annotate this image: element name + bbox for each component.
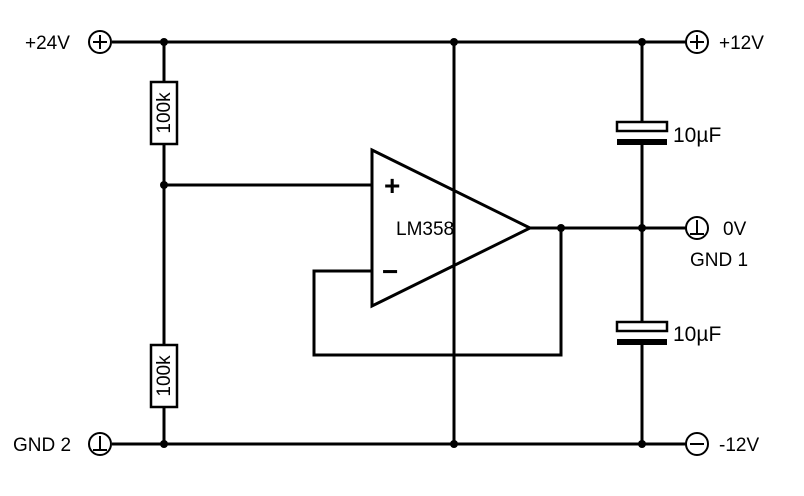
- junction-dot: [557, 224, 565, 232]
- opamp-minus-sign: −: [382, 256, 398, 287]
- capacitor-top-label: 10µF: [673, 124, 721, 147]
- resistor-bottom: [149, 343, 179, 409]
- capacitor-bottom-label: 10µF: [673, 323, 721, 346]
- junction-dot: [638, 224, 646, 232]
- junction-dot: [638, 38, 646, 46]
- capacitor-top-plate-negative: [617, 139, 667, 145]
- capacitor-top-plate-positive: [615, 120, 669, 133]
- ground-sign: [690, 220, 704, 235]
- resistor-top: [149, 80, 179, 146]
- resistor-top-label: 100k: [154, 92, 175, 134]
- plus-sign: [690, 35, 704, 49]
- junction-dot: [160, 38, 168, 46]
- terminal-gnd2-label: GND 2: [13, 435, 71, 456]
- terminal-zero: [685, 216, 709, 240]
- opamp-body: [370, 147, 534, 309]
- terminal-plus24-label: +24V: [25, 33, 70, 54]
- terminal-plus12-label: +12V: [719, 33, 764, 54]
- ground-sign: [93, 436, 107, 451]
- capacitor-bottom-plate-negative: [617, 339, 667, 345]
- junction-dot: [160, 440, 168, 448]
- junction-dot: [638, 440, 646, 448]
- opamp-label: LM358: [396, 219, 454, 240]
- plus-sign: [93, 35, 107, 49]
- junction-dot: [160, 181, 168, 189]
- terminal-plus12: [685, 30, 709, 54]
- resistor-bottom-label: 100k: [154, 355, 175, 397]
- terminal-plus24: [88, 30, 112, 54]
- terminal-gnd2: [88, 432, 112, 456]
- junction-dot: [450, 440, 458, 448]
- terminal-minus12: [685, 432, 709, 456]
- opamp-plus-sign: +: [384, 170, 400, 201]
- wire-feedback: [312, 228, 563, 357]
- terminal-zero-sublabel: GND 1: [690, 250, 748, 271]
- capacitor-bottom-plate-positive: [615, 320, 669, 333]
- terminal-minus12-label: -12V: [719, 435, 759, 456]
- junction-dot: [450, 38, 458, 46]
- terminal-zero-label: 0V: [723, 219, 747, 240]
